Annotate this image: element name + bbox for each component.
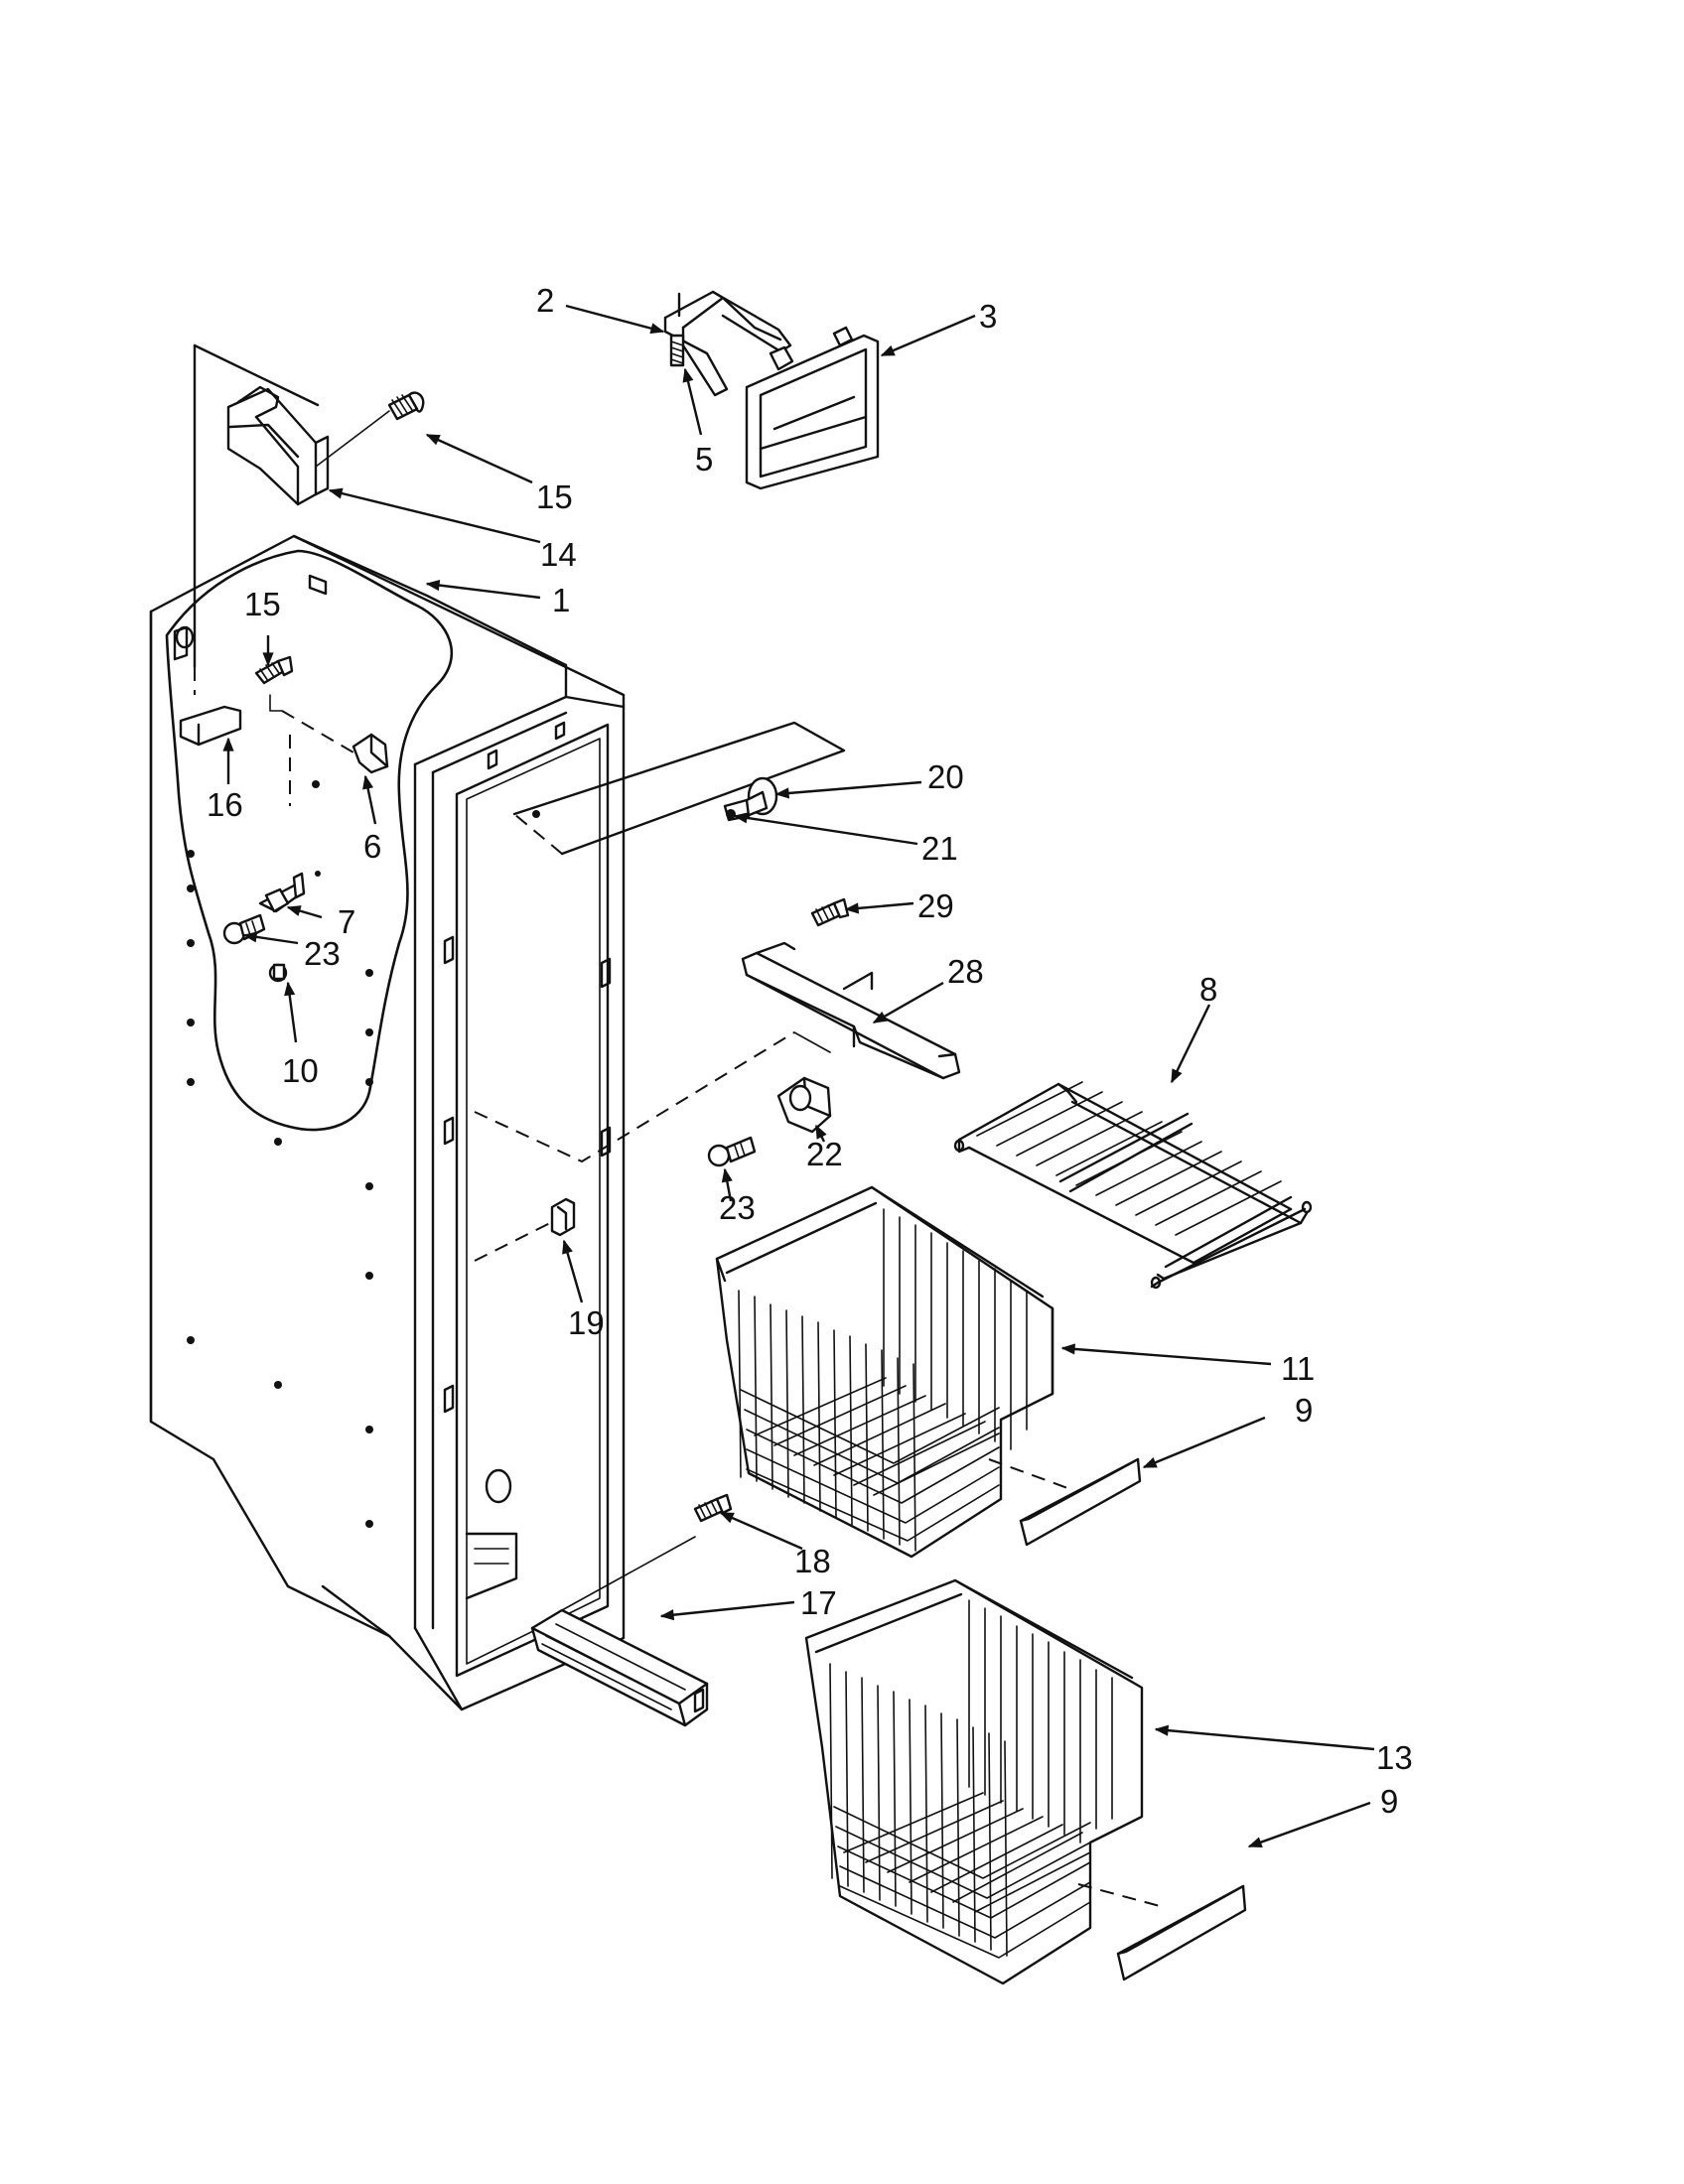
- basket-part-10: [715, 1185, 1054, 1559]
- wire-shelf-part-8: [953, 1081, 1313, 1290]
- callout-22: 22: [806, 1136, 843, 1172]
- clip-part-6: [351, 733, 389, 774]
- screw-part-5: [669, 334, 685, 367]
- callout-6: 6: [363, 828, 381, 865]
- callout-14: 14: [540, 536, 577, 573]
- callout-18: 18: [794, 1543, 831, 1579]
- clip-part-16: [179, 705, 242, 747]
- callout-10: 11: [1281, 1350, 1315, 1387]
- callout-9-lower: 9: [1380, 1783, 1398, 1820]
- rail-part-28: [741, 941, 961, 1080]
- switch-part-19: [550, 1197, 576, 1237]
- screw-part-23-left: [222, 913, 266, 945]
- screw-part-23-right: [707, 1136, 757, 1167]
- callout-23-left: 23: [304, 935, 341, 972]
- callout-5: 5: [695, 441, 713, 478]
- callout-2: 2: [536, 282, 554, 319]
- screw-part-15-side: [254, 655, 294, 685]
- callout-labels: 2 3 5 15 14 1 15 16 6 7 23 10 20 21 29 2…: [207, 282, 1413, 1820]
- callout-17: 17: [800, 1584, 837, 1621]
- fitting-part-20-21: [723, 776, 778, 822]
- callout-16: 16: [207, 786, 243, 823]
- trim-part-9-lower: [1116, 1884, 1247, 1981]
- trim-part-9-upper: [1019, 1457, 1142, 1547]
- callout-23-right: 23: [719, 1189, 756, 1226]
- grille-part-17: [530, 1608, 709, 1727]
- screw-part-15-top: [387, 391, 425, 421]
- bracket-part-22: [776, 1076, 832, 1134]
- leader-lines: [222, 304, 1375, 1848]
- callout-8: 8: [1199, 971, 1217, 1008]
- callout-3: 3: [979, 298, 997, 335]
- basket-part-11: [804, 1578, 1144, 1985]
- screw-part-29: [810, 897, 850, 927]
- freezer-liner-part: [149, 534, 626, 1711]
- callout-20: 20: [927, 758, 964, 795]
- callout-13: 10: [282, 1052, 319, 1089]
- insulation-outline: [165, 549, 454, 1132]
- callout-19: 19: [568, 1304, 605, 1341]
- callout-9-upper: 9: [1295, 1392, 1313, 1429]
- callout-15-side: 15: [244, 586, 281, 622]
- bracket-part-14: [226, 385, 330, 506]
- callout-1: 1: [552, 582, 570, 618]
- callout-28: 28: [947, 953, 984, 990]
- callout-15-top: 15: [536, 478, 573, 515]
- screw-part-13: [268, 963, 288, 983]
- screw-part-18: [693, 1493, 733, 1523]
- hinge-part-7: [258, 871, 321, 913]
- callout-11: 13: [1376, 1739, 1413, 1776]
- callout-7: 7: [338, 903, 355, 940]
- callout-21: 21: [921, 830, 958, 867]
- cover-part-3: [745, 326, 880, 490]
- callout-29: 29: [917, 887, 954, 924]
